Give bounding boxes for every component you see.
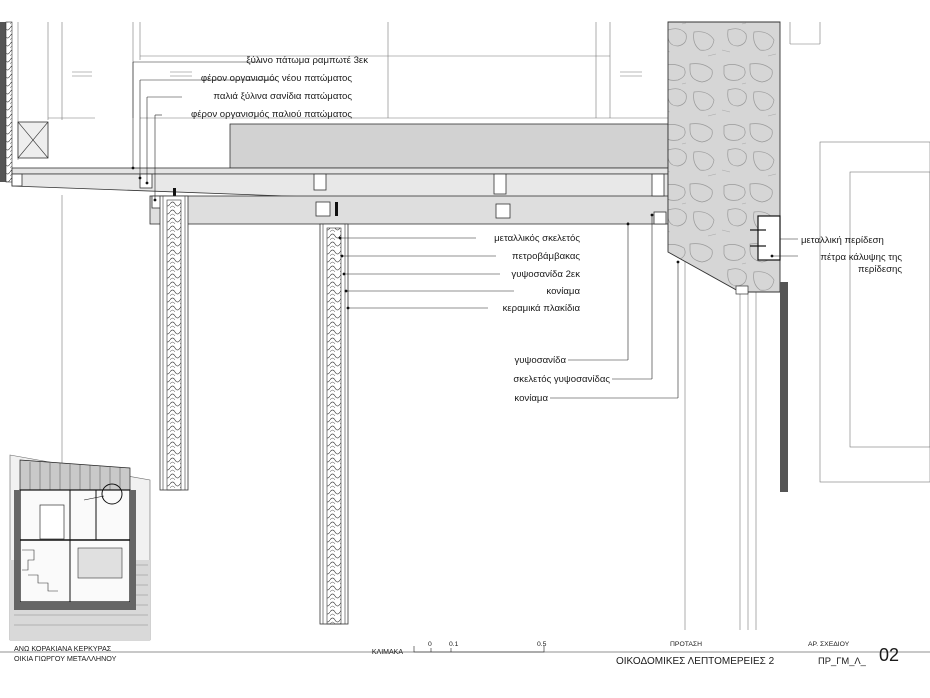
new-floor-slab <box>229 123 669 169</box>
left-edge-wall <box>0 21 49 183</box>
callout-gypsum-2cm: γυψοσανίδα 2εκ <box>511 269 580 280</box>
project-location: ΑΝΩ ΚΟΡΑΚΙΑΝΑ ΚΕΡΚΥΡΑΣ <box>14 644 112 653</box>
metal-frame-detail <box>757 215 781 261</box>
callouts-right: μεταλλική περίδεση πέτρα κάλυψης της περ… <box>801 235 902 275</box>
callout-mortar: κονίαμα <box>546 286 580 297</box>
callout-ceramic-tiles: κεραμικά πλακίδια <box>503 303 581 314</box>
callout-new-floor-structure: φέρον οργανισμός νέου πατώματος <box>201 73 352 84</box>
callouts-left: ξύλινο πάτωμα ραμπωτέ 3εκ φέρον οργανισμ… <box>191 55 368 120</box>
callout-mortar-lower: κονίαμα <box>514 393 548 404</box>
callout-wood-floor: ξύλινο πάτωμα ραμπωτέ 3εκ <box>246 55 368 66</box>
stone-wall <box>667 21 788 492</box>
callout-stone-cover-2: περίδεσης <box>858 264 902 275</box>
leader-dots <box>131 166 774 310</box>
leader-lines <box>132 61 798 399</box>
scale-tick-0: 0 <box>428 641 432 648</box>
callout-gypsum-frame: σκελετός γυψοσανίδας <box>513 374 610 385</box>
key-plan-thumbnail <box>9 454 151 641</box>
scale-label: ΚΛΙΜΑΚΑ <box>372 649 403 656</box>
callouts-wall: μεταλλικός σκελετός πετροβάμβακας γυψοσα… <box>494 233 580 314</box>
sheet-label: ΑΡ. ΣΧΕΔΙΟΥ <box>808 641 850 648</box>
sheet-code: ΠΡ_ΓΜ_Λ_ <box>818 655 867 666</box>
callout-old-boards: παλιά ξύλινα σανίδια πατώματος <box>213 91 352 102</box>
callout-metal-bond: μεταλλική περίδεση <box>801 235 884 246</box>
title-block: ΑΝΩ ΚΟΡΑΚΙΑΝΑ ΚΕΡΚΥΡΑΣ ΟΙΚΙΑ ΓΙΩΡΓΟΥ ΜΕΤ… <box>0 641 930 667</box>
callouts-lower: γυψοσανίδα σκελετός γυψοσανίδας κονίαμα <box>513 355 610 404</box>
partition-wall-1 <box>159 195 189 491</box>
stone-cover-strip <box>780 282 788 492</box>
callout-old-floor-structure: φέρον οργανισμός παλιού πατώματος <box>191 109 352 120</box>
callout-stone-cover-1: πέτρα κάλυψης της <box>820 252 902 263</box>
callout-rockwool: πετροβάμβακας <box>512 251 580 262</box>
drawing-title: ΟΙΚΟΔΟΜΙΚΕΣ ΛΕΠΤΟΜΕΡΕΙΕΣ 2 <box>616 656 775 667</box>
scale-tick-01: 0.1 <box>449 641 459 648</box>
scale-bar <box>413 646 545 653</box>
joists <box>11 173 667 225</box>
project-house: ΟΙΚΙΑ ΓΙΩΡΓΟΥ ΜΕΤΑΛΛΗΝΟΥ <box>14 654 117 663</box>
scale-tick-05: 0.5 <box>537 641 547 648</box>
old-floor-structure <box>149 195 669 225</box>
proposal-label: ΠΡΟΤΑΣΗ <box>670 641 702 648</box>
floor-assembly <box>11 123 669 225</box>
background-context <box>17 22 930 630</box>
callout-gypsum-board: γυψοσανίδα <box>514 355 566 366</box>
partition-wall-2 <box>319 223 349 625</box>
callout-metal-frame: μεταλλικός σκελετός <box>494 233 580 244</box>
sheet-number: 02 <box>879 645 899 665</box>
wooden-floor-boards <box>11 167 669 175</box>
